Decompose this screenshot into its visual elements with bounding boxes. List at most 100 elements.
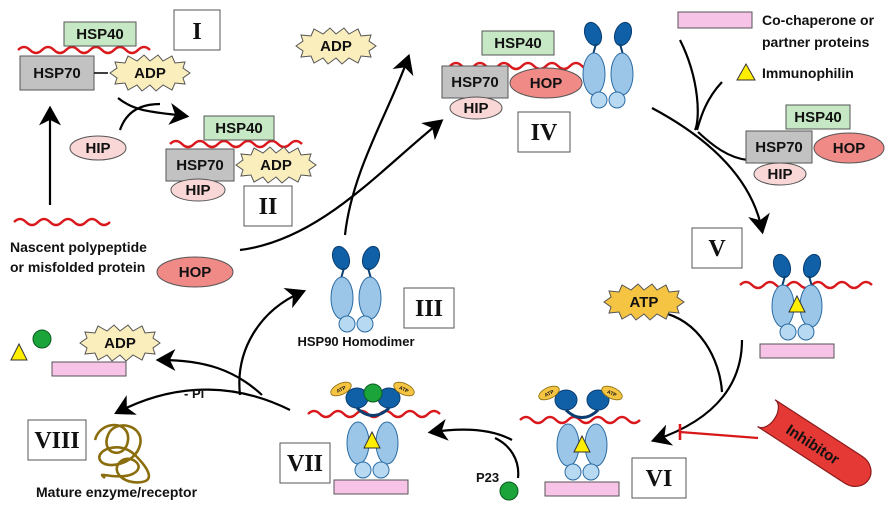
stage-8-label: VIII	[34, 428, 79, 454]
hsp40-box	[785, 104, 851, 130]
cochaperone-released	[51, 361, 127, 377]
hsp90-homodimer-label: HSP90 Homodimer	[297, 334, 414, 349]
arrow-stage1-to-stage2	[117, 97, 190, 125]
hip-label: HIP	[767, 166, 792, 183]
cochaperone-bar	[759, 343, 835, 359]
svg-text:ATP: ATP	[544, 389, 556, 399]
adp-released-label: ADP	[104, 335, 136, 352]
hsp90-homodimer	[328, 242, 384, 333]
immunophilin-triangle	[363, 430, 381, 449]
hsp90-md	[346, 421, 370, 465]
mature-label: Mature enzyme/receptor	[36, 484, 198, 500]
hsp70-box	[745, 130, 813, 164]
hsp90-ctd	[582, 463, 600, 481]
folded-protein	[93, 423, 151, 484]
arrow-stage6-to-stage7	[427, 418, 513, 441]
arrow-stage4-to-stage5	[651, 107, 770, 235]
atp-small: ATP	[538, 385, 560, 401]
immunophilin-released	[10, 342, 28, 361]
stage-1-complex: HSP40 HSP70 ADP I	[17, 9, 221, 92]
atp-small: ATP	[393, 381, 415, 397]
stage-4-label: IV	[531, 120, 558, 146]
hsp70-box	[441, 65, 509, 99]
nascent-label-1: Nascent polypeptide	[10, 239, 147, 255]
hsp70-label: HSP70	[176, 157, 224, 174]
stage-5-label: V	[708, 236, 726, 262]
hsp70-box	[165, 148, 235, 182]
cochaperone-bar	[333, 479, 409, 495]
hsp90-ctd	[564, 463, 582, 481]
stage-2-label: II	[259, 194, 278, 220]
hsp90-ctd	[354, 461, 372, 479]
cycle-arrows	[39, 39, 770, 479]
svg-text:ATP: ATP	[398, 385, 410, 395]
hsp40-label: HSP40	[76, 26, 124, 43]
hsp40-box	[203, 115, 275, 141]
p23-circle	[499, 481, 519, 501]
minus-pi-label: - Pi	[184, 386, 204, 401]
arrow-to-hsp90-cycle	[239, 119, 444, 252]
arrow-adp-release-2	[155, 349, 263, 396]
hsp90-md	[584, 423, 608, 467]
immunophilin-label: Immunophilin	[762, 65, 854, 81]
arrow-adp-release	[343, 53, 414, 236]
polypeptide-chain	[17, 45, 151, 55]
stage-label-box	[631, 457, 687, 499]
hip-label: HIP	[185, 182, 210, 199]
hsp40-box	[481, 30, 555, 56]
hsp70-label: HSP70	[33, 65, 81, 82]
stage-5-complex: V	[691, 227, 873, 359]
stage-label-box	[517, 111, 571, 153]
p23-released	[32, 329, 52, 349]
cochaperone-label-2: partner proteins	[762, 34, 870, 50]
stage-1-label: I	[192, 19, 201, 45]
hsp90-dimer	[580, 18, 636, 109]
stage-label-box	[403, 287, 455, 329]
nascent-polypeptide	[13, 217, 111, 227]
hip-free	[69, 135, 127, 161]
hsp70-label: HSP70	[451, 74, 499, 91]
stage-7-complex: ATP ATP VII	[279, 381, 441, 495]
arrow-immunophilin-in	[695, 81, 723, 131]
stage-6-label: VI	[646, 466, 673, 492]
adp-label: ADP	[260, 157, 292, 174]
hop-bound	[509, 67, 583, 99]
hop-label: HOP	[833, 140, 866, 157]
hsp40-box	[63, 21, 137, 47]
stage-6-complex: ATP ATP VI	[519, 385, 687, 499]
stage-label-box	[279, 442, 331, 484]
hip-free-label: HIP	[85, 140, 110, 157]
released-hsp-complex: HSP40 HSP70 HOP HIP	[745, 104, 885, 186]
cochaperone-bar	[677, 11, 753, 29]
hsp40-label: HSP40	[794, 109, 842, 126]
polypeptide-chain	[169, 139, 303, 149]
immunophilin-triangle	[736, 62, 756, 81]
arrow-to-mature	[114, 388, 291, 415]
arrow-atp-binds	[659, 310, 724, 393]
hsp70-label: HSP70	[755, 139, 803, 156]
hip-bound	[170, 178, 226, 202]
hop-label: HOP	[530, 75, 563, 92]
hip-label: HIP	[463, 100, 488, 117]
stage-label-box	[243, 185, 293, 227]
hip-bound	[449, 96, 503, 120]
inhibitor-shape: Inhibitor	[757, 399, 872, 487]
svg-text:ATP: ATP	[606, 389, 618, 399]
stage-3-label: III	[415, 296, 443, 322]
arrow-stage7-to-stage3	[238, 287, 307, 396]
p23-label: P23	[476, 470, 499, 485]
stage-label-box	[27, 419, 87, 461]
hop-bound	[813, 132, 885, 164]
stage-4-complex: HSP40 HSP70 HOP HIP IV	[441, 18, 636, 153]
stage-label-box	[173, 9, 221, 51]
inhibitor-line	[679, 430, 759, 440]
hsp90-ctd	[372, 461, 390, 479]
adp-label: ADP	[134, 65, 166, 82]
svg-text:ATP: ATP	[336, 385, 348, 395]
hsp40-label: HSP40	[215, 120, 263, 137]
cochaperone-bar	[544, 481, 620, 497]
nascent-label-2: or misfolded protein	[10, 259, 145, 275]
stage-3-complex: HSP90 Homodimer III	[297, 242, 455, 349]
atp-label: ATP	[630, 294, 659, 311]
